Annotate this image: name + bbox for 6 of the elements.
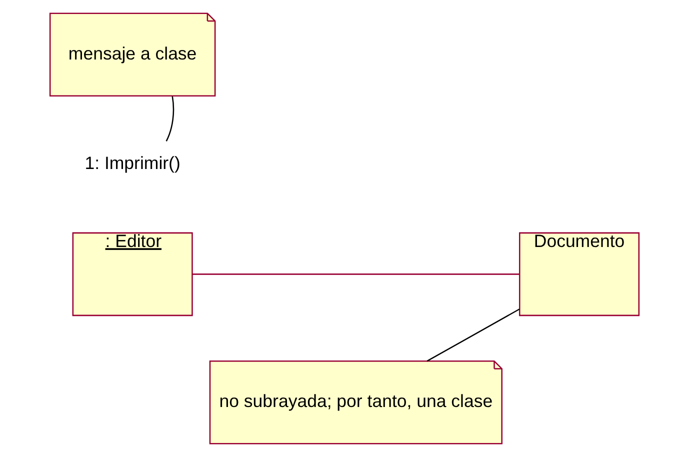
node-box: : Editor [72, 232, 192, 316]
node-text: 1: Imprimir() [84, 153, 180, 174]
connector [426, 308, 520, 362]
node-box: Documento [518, 232, 640, 316]
connector [192, 274, 520, 275]
connector [165, 96, 174, 142]
